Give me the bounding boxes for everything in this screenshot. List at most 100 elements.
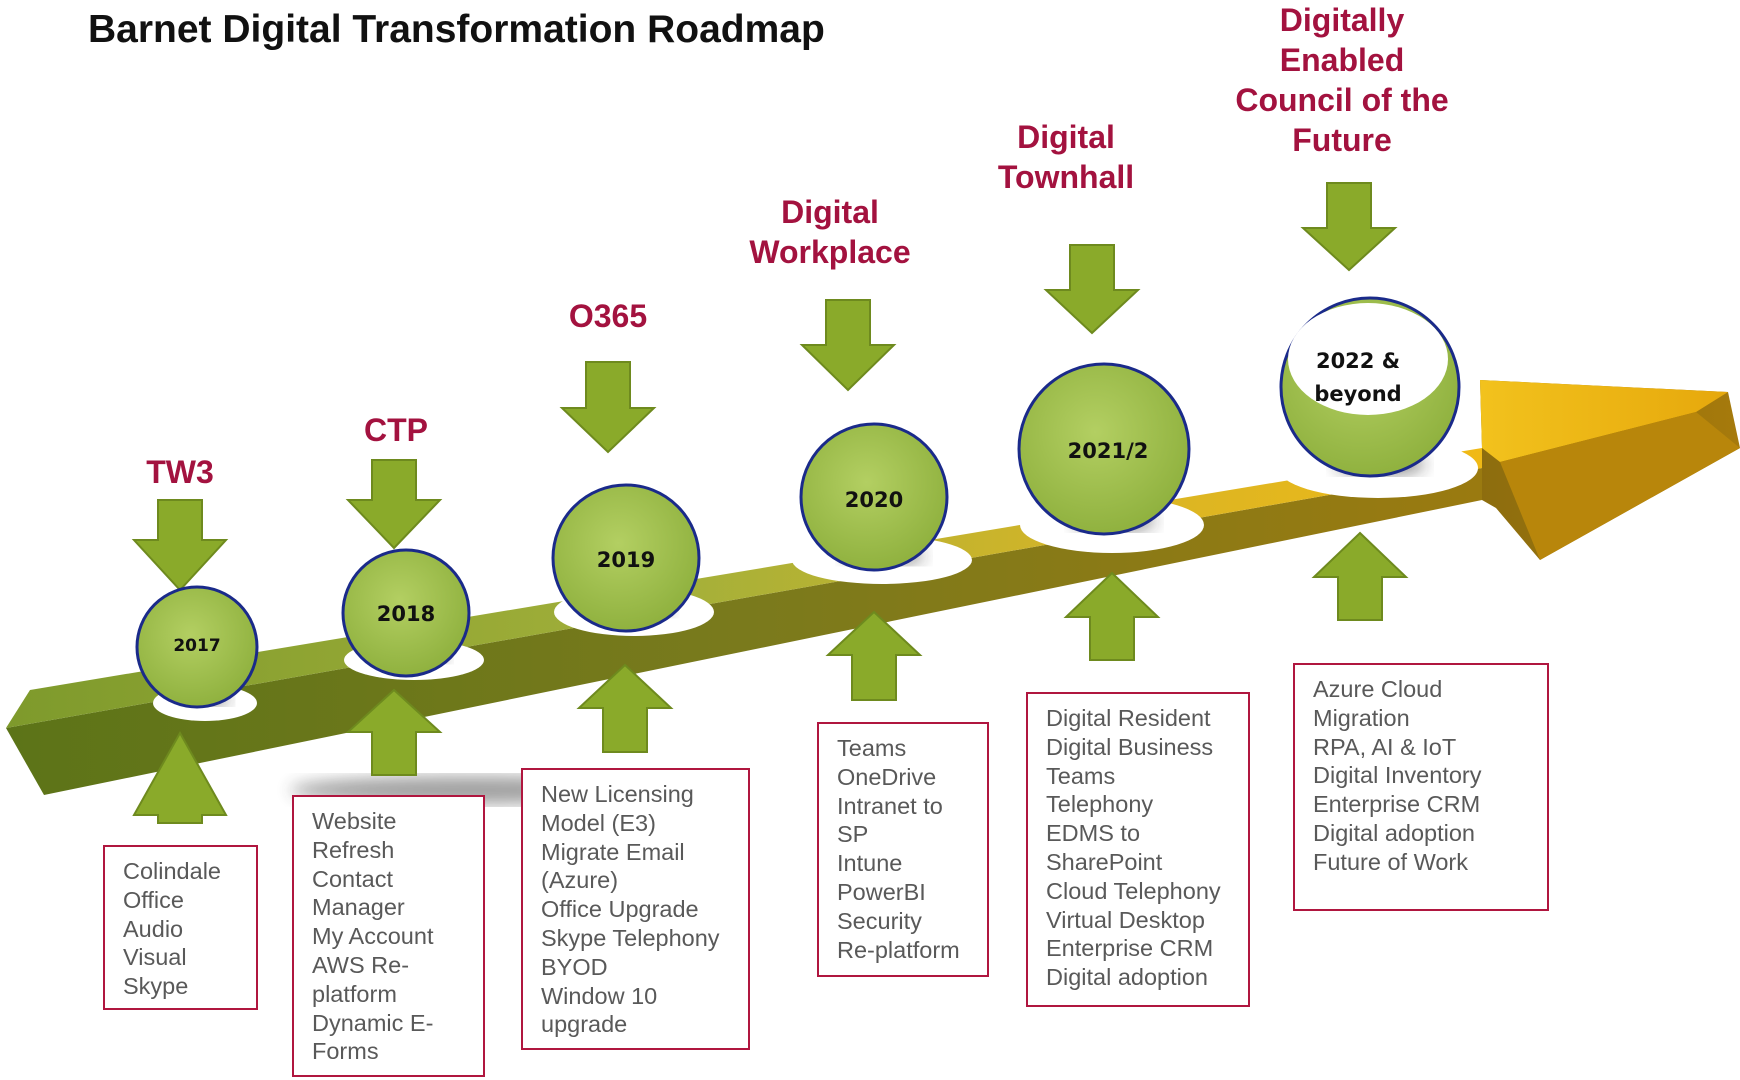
stage-item: My Account (312, 923, 434, 950)
year-label: 2021/2 (1008, 435, 1208, 468)
year-circle (135, 585, 259, 709)
stage-item: BYOD (541, 953, 608, 980)
stage-item: Telephony (1046, 791, 1154, 818)
stage-item: Azure Cloud (1313, 676, 1443, 702)
stage-item: Digital adoption (1313, 819, 1475, 846)
year-line: 2021/2 (1067, 438, 1149, 463)
down-arrow (1043, 244, 1141, 335)
up-arrow (1063, 571, 1161, 661)
milestone-line: Digitally (1279, 2, 1405, 38)
year-label: 2018 (306, 598, 506, 631)
arrow-head-front (1500, 412, 1740, 560)
year-line: 2018 (376, 601, 436, 626)
circle-highlight (1288, 303, 1448, 415)
year-line: 2020 (844, 487, 904, 512)
stage-item: Forms (312, 1038, 379, 1065)
stage-item: Digital adoption (1046, 964, 1208, 991)
up-arrow (132, 730, 228, 824)
milestone-line: Digital (1017, 119, 1115, 155)
year-line: 2019 (596, 547, 656, 572)
stage-item: Cloud Telephony (1046, 877, 1221, 904)
stage-item: Security (837, 907, 922, 934)
arrow-head-top (1480, 380, 1728, 462)
stage-item: Teams (1046, 762, 1116, 789)
stage-item: Migrate Email (541, 838, 685, 865)
stage-item: Contact (312, 865, 393, 892)
stage-item: RPA, AI & IoT (1313, 733, 1457, 760)
year-circles (135, 296, 1478, 721)
year-label: 2022 &beyond (1258, 345, 1458, 410)
stage-item: Visual (123, 944, 187, 971)
stage-item: Intune (837, 850, 903, 877)
stage-item: Dynamic E- (312, 1009, 434, 1036)
up-arrow (1311, 531, 1409, 621)
stage-item: AWS Re- (312, 951, 410, 978)
year-line: 2017 (173, 635, 221, 656)
up-arrow (576, 663, 674, 753)
year-circle (551, 483, 701, 633)
stage-item: Refresh (312, 836, 395, 863)
stage-item: Window 10 (541, 982, 658, 1009)
year-label: 2017 (97, 633, 297, 659)
stage-item: Model (E3) (541, 809, 656, 836)
stage-item: SharePoint (1046, 848, 1163, 875)
stage-item: Skype (123, 973, 189, 1000)
stage-item: OneDrive (837, 763, 937, 790)
milestone-label: TW3 (0, 452, 380, 492)
stage-item: (Azure) (541, 867, 619, 894)
page-title: Barnet Digital Transformation Roadmap (88, 8, 825, 51)
down-arrow (1300, 182, 1398, 272)
up-arrow (825, 610, 923, 701)
stage-item: New Licensing (541, 781, 694, 807)
milestone-line: Workplace (749, 234, 911, 270)
stage-item: Manager (312, 894, 405, 921)
stage-item: upgrade (541, 1011, 628, 1038)
stage-item: Website (312, 808, 397, 834)
milestone-line: Council of the (1235, 82, 1449, 118)
down-arrow (131, 499, 229, 592)
stage-item: Teams (837, 735, 907, 761)
year-label: 2019 (526, 544, 726, 577)
up-arrow (345, 688, 443, 776)
stage-item: Enterprise CRM (1046, 935, 1214, 962)
stage-item: EDMS to (1046, 820, 1141, 847)
stage-item: Digital Resident (1046, 705, 1211, 731)
stage-item: Office (123, 886, 184, 913)
milestone-label: O365 (408, 296, 808, 336)
milestone-line: Digital (781, 194, 879, 230)
stage-item: Virtual Desktop (1046, 906, 1205, 933)
stage-item: Skype Telephony (541, 924, 720, 951)
milestone-line: Enabled (1279, 42, 1405, 78)
stage-item: Office Upgrade (541, 896, 699, 923)
stage-item: PowerBI (837, 878, 926, 905)
milestone-label: CTP (196, 410, 596, 450)
milestone-line: TW3 (146, 454, 214, 490)
stage-item: Colindale (123, 858, 221, 884)
stage-item: Audio (123, 915, 184, 942)
stage-item: platform (312, 980, 397, 1007)
stage-item: Enterprise CRM (1313, 791, 1481, 818)
stage-item: Future of Work (1313, 848, 1468, 875)
down-arrow (559, 361, 657, 454)
year-label: 2020 (774, 484, 974, 517)
year-circle (1017, 362, 1191, 536)
down-arrow (345, 459, 443, 550)
down-arrow (799, 299, 897, 392)
milestone-line: O365 (568, 298, 648, 334)
stage-arrows (131, 182, 1409, 824)
year-line: 2022 & (1315, 349, 1401, 374)
year-circle (341, 548, 471, 678)
stage-item: Digital Inventory (1313, 762, 1482, 789)
milestone-line: Future (1292, 122, 1392, 158)
milestone-line: Townhall (997, 159, 1135, 195)
milestone-line: CTP (364, 412, 428, 448)
